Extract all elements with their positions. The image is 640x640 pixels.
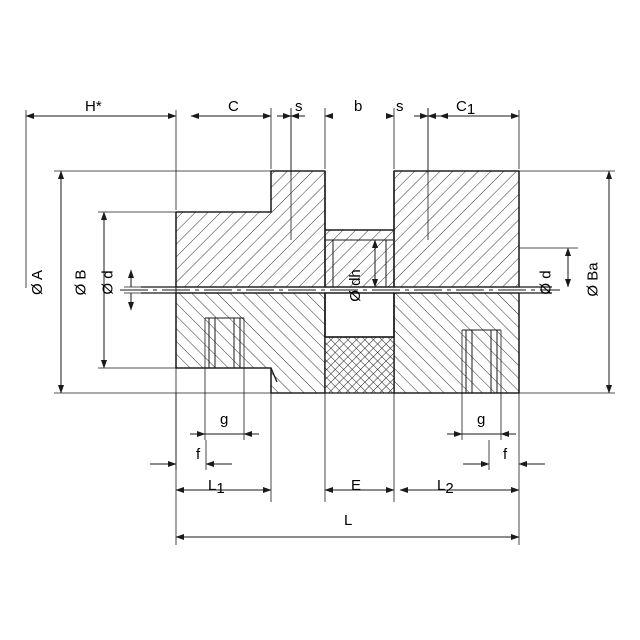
dimension-label-c1: C1 — [456, 98, 475, 117]
dimension-label-g-left: g — [220, 411, 229, 428]
dimension-label-e: E — [351, 477, 362, 494]
dimension-label-c1-sub: 1 — [466, 101, 476, 118]
dimension-label-h-star: H* — [85, 98, 102, 115]
dimension-label-c: C — [228, 98, 239, 115]
dimension-label-dia-d-right: Ø d — [537, 270, 555, 295]
dimension-label-b: b — [354, 98, 363, 115]
dimension-label-l1: L1 — [208, 477, 225, 496]
dimension-label-dia-b: Ø B — [72, 269, 90, 296]
dimension-label-s-left: s — [295, 98, 303, 115]
dimension-label-dia-d-left: Ø d — [99, 270, 117, 295]
dimension-label-c1-main: C — [456, 98, 467, 115]
dimension-label-g-right: g — [477, 411, 486, 428]
dimension-label-s-right: s — [396, 98, 404, 115]
dimension-label-f-left: f — [196, 446, 201, 463]
dimension-label-l1-sub: 1 — [216, 480, 225, 497]
dimension-label-dia-dh: Ø dh — [346, 269, 364, 302]
dimension-label-l1-main: L — [208, 477, 217, 494]
dimension-label-l2-main: L — [437, 477, 446, 494]
dimension-label-dia-ba: Ø Ba — [584, 262, 602, 297]
dimension-label-dia-a: Ø A — [29, 269, 47, 296]
dimension-label-l-total: L — [344, 512, 353, 529]
dimension-label-l2: L2 — [437, 477, 454, 496]
dimension-label-l2-sub: 2 — [445, 480, 454, 497]
dimension-label-f-right: f — [503, 446, 508, 463]
